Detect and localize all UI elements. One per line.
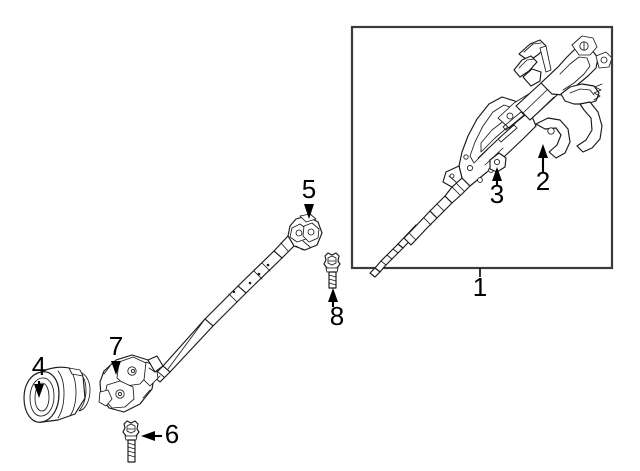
column-dust-boot-drawing	[23, 366, 91, 423]
intermediate-shaft-upper-section	[237, 250, 283, 294]
lower-universal-joint-drawing	[98, 354, 164, 413]
tilt-release-lever	[560, 83, 603, 153]
callout-leader-2	[538, 144, 548, 172]
column-lock-housing	[540, 35, 613, 96]
callout-label-8: 8	[330, 301, 344, 331]
callout-leader-7	[111, 361, 121, 375]
callout-leader-4	[34, 381, 44, 398]
upper-pinch-bolt-drawing	[323, 252, 341, 289]
callout-leader-3	[492, 167, 502, 185]
tilt-lever-pivot-bracket	[489, 117, 571, 173]
callout-label-3: 3	[490, 179, 504, 209]
lower-pinch-bolt-drawing	[122, 420, 140, 463]
assembly-group-box	[350, 25, 614, 270]
callout-label-4: 4	[32, 351, 46, 381]
callout-leader-5	[304, 204, 314, 219]
intermediate-shaft-lower-section	[204, 285, 247, 327]
steering-column-assembly-drawing	[369, 35, 613, 278]
callout-label-7: 7	[109, 331, 123, 361]
callout-label-2: 2	[536, 166, 550, 196]
callout-label-6: 6	[165, 419, 179, 449]
callout-label-5: 5	[302, 174, 316, 204]
intermediate-shaft-drawing	[152, 213, 323, 383]
intermediate-shaft-upper-joint	[287, 213, 323, 251]
column-output-shaft	[369, 195, 453, 278]
callout-label-1: 1	[473, 272, 487, 302]
intermediate-shaft-rod	[152, 318, 214, 383]
column-jacket-feet	[442, 165, 463, 188]
callout-leader-6	[141, 431, 162, 441]
column-support-arms	[513, 39, 552, 87]
callout-leader-8	[328, 288, 338, 307]
